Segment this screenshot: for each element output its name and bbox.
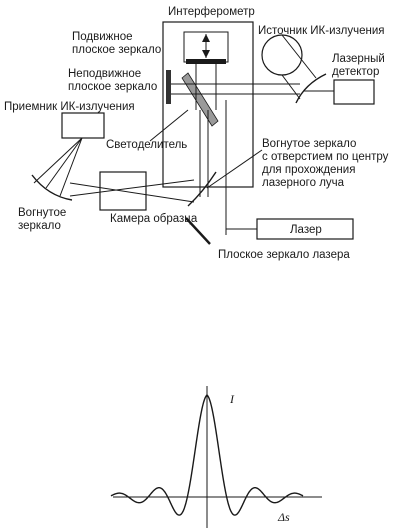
concave-hole-label-2: с отверстием по центру (262, 151, 389, 163)
concave-mirror-label-1: Вогнутое (18, 207, 66, 219)
sample-beams (33, 137, 195, 203)
ir-source (261, 34, 303, 76)
laser-detector-label-1: Лазерный (332, 53, 385, 65)
beamsplitter-label: Светоделитель (106, 139, 187, 151)
concave-hole-label-1: Вогнутое зеркало (262, 138, 356, 150)
interferometer-label: Интерферометр (168, 6, 255, 18)
laser-flat-mirror-label: Плоское зеркало лазера (218, 249, 350, 261)
fixed-mirror (166, 70, 171, 104)
interferometer-beams (171, 64, 300, 235)
movable-mirror-label-1: Подвижное (72, 31, 133, 43)
sample-chamber-label: Камера образца (110, 213, 198, 225)
ir-receiver-label: Приемник ИК-излучения (4, 101, 135, 113)
ir-receiver (61, 112, 105, 139)
interferogram-plot: I Δs (110, 386, 322, 528)
concave-mirror-label-2: зеркало (18, 220, 61, 232)
concave-hole-label-4: лазерного луча (262, 177, 345, 189)
laser-detector (333, 79, 375, 105)
ir-source-label: Источник ИК-излучения (258, 25, 385, 37)
movable-mirror (183, 31, 229, 64)
concave-hole-label-3: для прохождения (262, 164, 355, 176)
source-concave-mirror (295, 73, 327, 104)
fixed-mirror-label-2: плоское зеркало (68, 81, 157, 93)
laser-detector-label-2: детектор (332, 66, 379, 78)
interferogram-x-label: Δs (277, 510, 290, 524)
interferogram-y-label: I (229, 392, 235, 406)
left-concave-mirror (31, 174, 73, 201)
interferogram-curve (110, 394, 304, 516)
beamsplitter (181, 72, 219, 127)
fixed-mirror-label-1: Неподвижное (68, 68, 141, 80)
movable-mirror-label-2: плоское зеркало (72, 44, 161, 56)
laser-label: Лазер (290, 224, 322, 236)
laser-flat-mirror (185, 217, 211, 245)
concave-mirror-with-hole (187, 171, 217, 207)
